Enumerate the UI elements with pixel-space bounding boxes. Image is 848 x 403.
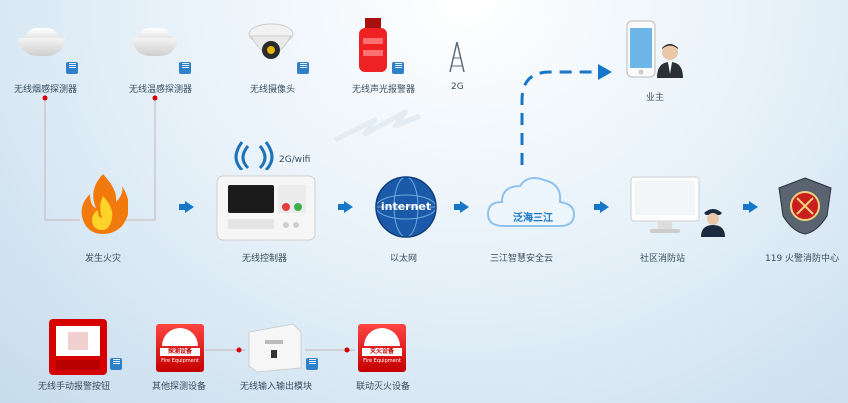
arrow-icon: [594, 201, 609, 213]
wifi-badge-icon: [179, 59, 191, 74]
station-label: 社区消防站: [640, 254, 686, 264]
wifi-badge-icon: [392, 59, 404, 74]
globe-icon: [375, 176, 437, 238]
wifi-badge-icon: [306, 355, 318, 370]
wifi-signal-icon: [234, 141, 274, 170]
controller-icon: [216, 175, 316, 241]
manual-alarm-icon: [49, 319, 107, 375]
cloud-icon: [486, 177, 576, 227]
wifi-badge-icon: [297, 59, 309, 74]
heat-detector-icon: [130, 24, 180, 60]
wireless-zigzag: [333, 109, 421, 143]
arrow-icon: [743, 201, 758, 213]
linkage-label: 联动灭火设备: [356, 382, 411, 392]
arrow-icon: [179, 201, 194, 213]
heat-wire: [125, 95, 156, 221]
bottom-wire-dot-2: [344, 347, 350, 353]
cloud-text: 泛海三江: [513, 213, 553, 224]
internet-label: 以太网: [390, 254, 418, 264]
wifi-badge-icon: [66, 59, 78, 74]
fire-icon: [81, 174, 128, 234]
wifi-badge-icon: [110, 355, 122, 370]
controller-label: 无线控制器: [242, 254, 288, 264]
dashed-link-head: [598, 64, 612, 80]
detect-equipment-title: 探测设备: [160, 348, 200, 356]
smoke-detector-label: 无线烟感探测器: [14, 85, 78, 95]
smoke-wire: [44, 95, 80, 221]
guard-icon: [701, 209, 725, 237]
extinguish-equipment-sub: Fire Equipment: [363, 358, 401, 364]
manual-alarm-label: 无线手动报警按钮: [38, 382, 111, 392]
arrow-icon: [454, 201, 469, 213]
controller-conn-label: 2G/wifi: [279, 155, 311, 165]
fire-label: 发生火灾: [85, 254, 122, 264]
arrow-icon: [338, 201, 353, 213]
io-module-icon: [248, 323, 302, 373]
monitor-icon: [630, 176, 700, 233]
phone-icon: [626, 20, 656, 78]
smoke-wire-dot: [42, 95, 48, 101]
other-detect-label: 其他探测设备: [152, 382, 207, 392]
person-icon: [657, 44, 683, 78]
signal-2g-label: 2G: [451, 82, 464, 92]
camera-label: 无线摄像头: [250, 85, 296, 95]
siren-icon: [359, 18, 387, 72]
bottom-wire-dot-1: [236, 347, 242, 353]
center-label: 119 火警消防中心: [765, 254, 840, 264]
dashed-link: [520, 70, 600, 165]
extinguish-equipment-icon: 灭火设备 Fire Equipment: [358, 324, 406, 372]
heat-wire-dot: [152, 95, 158, 101]
internet-text: internet: [380, 200, 432, 213]
camera-icon: [248, 23, 294, 59]
siren-label: 无线声光报警器: [352, 85, 416, 95]
antenna-icon: [449, 41, 465, 73]
smoke-detector-icon: [17, 24, 67, 60]
detect-equipment-sub: Fire Equipment: [161, 358, 199, 364]
cloud-label: 三江智慧安全云: [490, 254, 554, 264]
io-module-label: 无线输入输出模块: [240, 382, 313, 392]
heat-detector-label: 无线温感探测器: [129, 85, 193, 95]
detect-equipment-icon: 探测设备 Fire Equipment: [156, 324, 204, 372]
extinguish-equipment-title: 灭火设备: [362, 348, 402, 356]
police-badge-icon: [778, 177, 832, 235]
owner-label: 业主: [646, 93, 665, 103]
